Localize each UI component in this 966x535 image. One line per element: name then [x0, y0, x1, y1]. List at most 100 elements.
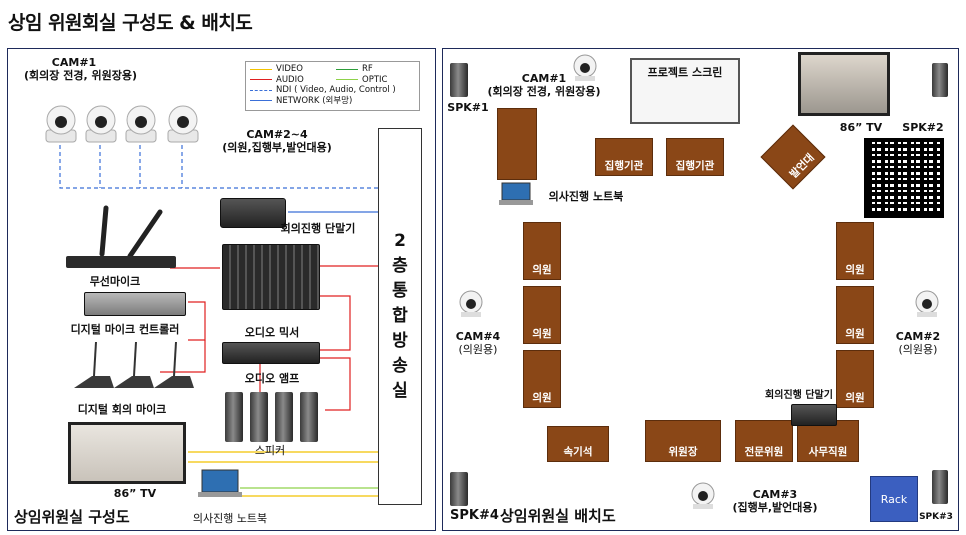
- wireless-mic-icon: [66, 205, 176, 268]
- conference-mic-label: 디지털 회의 마이크: [77, 403, 167, 416]
- legend: VIDEO RF AUDIO OPTIC NDI ( Video, Audio,…: [245, 61, 420, 111]
- ptz-camera-icon-3: [125, 105, 157, 143]
- cam3-desc: (집행부,발언대용): [732, 501, 818, 514]
- cam4-name: CAM#4: [455, 330, 501, 343]
- conference-mic-icon-3: [154, 341, 194, 388]
- chair-desk: 위원장: [645, 420, 721, 462]
- terminal-label-right: 회의진행 단말기: [765, 390, 833, 401]
- cam1-right-desc: (회의장 전경, 위원장용): [487, 85, 601, 98]
- conference-mic-icon-2: [114, 341, 154, 388]
- notebook-icon-left: [198, 469, 242, 497]
- ptz-camera-icons: [45, 105, 199, 143]
- tv-label-right: 86” TV: [839, 121, 883, 134]
- ndi-line-cameras: [59, 145, 378, 189]
- cam2-name: CAM#2: [895, 330, 941, 343]
- member-desk-left-3: 의원: [523, 350, 561, 408]
- cam2-icon: [915, 290, 939, 317]
- cam3-name: CAM#3: [752, 488, 798, 501]
- cam4-icon: [459, 290, 483, 317]
- speaker-spk1-icon: [450, 63, 468, 97]
- broadcast-room-char: 통: [392, 281, 408, 301]
- spk2-label: SPK#2: [902, 121, 944, 134]
- speaker-label: 스피커: [254, 444, 286, 457]
- speaker-icon: [225, 392, 243, 442]
- member-desk-right-2: 의원: [836, 286, 874, 344]
- cam2-desc: (의원용): [898, 343, 938, 356]
- speaker-icon: [250, 392, 268, 442]
- conference-mic-icons: [74, 341, 194, 388]
- audio-line-amp: [318, 357, 351, 411]
- notebook-label-right: 의사진행 노트북: [548, 190, 624, 203]
- speaker-spk3-icon: [932, 470, 948, 504]
- ptz-camera-icon-1: [45, 105, 77, 143]
- broadcast-room-char: 2: [394, 231, 406, 251]
- projection-screen: [630, 58, 740, 124]
- member-desk-left-1: 의원: [523, 222, 561, 280]
- ptz-camera-icon-2: [85, 105, 117, 143]
- audio-amp-image: [222, 342, 320, 364]
- legend-item-audio: AUDIO: [250, 75, 336, 86]
- wiring-diagram: [59, 145, 378, 497]
- cam24-name: CAM#2~4: [246, 128, 308, 141]
- spk4-label: SPK#4: [450, 508, 499, 523]
- cam4-desc: (의원용): [458, 343, 498, 356]
- cam1-name: CAM#1: [51, 56, 97, 69]
- legend-item-video: VIDEO: [250, 64, 336, 75]
- cam4-label: CAM#4 (의원용): [448, 330, 508, 356]
- rack-box: Rack: [870, 476, 918, 522]
- cam1-label-left: CAM#1 (회의장 전경, 위원장용): [24, 56, 137, 82]
- terminal-device-right-image: [791, 404, 837, 426]
- cam1-label-right: CAM#1 (회의장 전경, 위원장용): [474, 72, 614, 98]
- mic-controller-label: 디지털 마이크 컨트롤러: [70, 323, 180, 336]
- layout-caption: 상임위원실 배치도: [500, 507, 616, 525]
- legend-item-network: NETWORK (외부망): [250, 96, 415, 107]
- conference-mic-icon-1: [74, 341, 114, 388]
- legend-item-optic: OPTIC: [336, 75, 387, 86]
- cam2-label: CAM#2 (의원용): [886, 330, 950, 356]
- chair-left-desk: [497, 108, 537, 180]
- legend-item-ndi: NDI ( Video, Audio, Control ): [250, 85, 415, 96]
- audio-line-controller: [188, 301, 206, 341]
- exec-desk-2: 집행기관: [666, 138, 724, 176]
- spk1-label: SPK#1: [447, 101, 489, 114]
- broadcast-room-char: 방: [392, 331, 408, 351]
- mic-controller-image: [84, 292, 186, 316]
- rack-label: Rack: [880, 492, 908, 506]
- notebook-icon-right: [499, 182, 533, 205]
- terminal-label-left: 회의진행 단말기: [280, 222, 356, 235]
- broadcast-room-char: 송: [392, 356, 408, 376]
- cam3-icon: [691, 482, 715, 509]
- cam3-label: CAM#3 (집행부,발언대용): [720, 488, 830, 514]
- tv-image-left: [68, 422, 186, 484]
- cam1-right-name: CAM#1: [521, 72, 567, 85]
- cam1-icon-right: [573, 54, 597, 81]
- tv-label-left: 86” TV: [113, 487, 157, 500]
- cam24-desc: (의원,집행부,발언대용): [222, 141, 332, 154]
- expert-desk: 전문위원: [735, 420, 793, 462]
- tv-image-right: [798, 52, 890, 116]
- audio-mixer-image: [222, 244, 320, 310]
- speaker-spk4-icon: [450, 472, 468, 506]
- projection-screen-label: 프로젝트 스크린: [647, 66, 723, 79]
- spk3-label: SPK#3: [919, 512, 953, 522]
- legend-item-rf: RF: [336, 64, 373, 75]
- audio-line-mixer2: [318, 295, 351, 351]
- stenographer-desk: 속기석: [547, 426, 609, 462]
- composition-caption: 상임위원실 구성도: [14, 508, 130, 526]
- audio-amp-label: 오디오 앰프: [244, 372, 300, 385]
- speaker-spk2-icon: [932, 63, 948, 97]
- member-desk-right-1: 의원: [836, 222, 874, 280]
- ptz-camera-icon-4: [167, 105, 199, 143]
- terminal-device-image: [220, 198, 286, 228]
- exec-desk-1: 집행기관: [595, 138, 653, 176]
- qr-code-image: [864, 138, 944, 218]
- broadcast-room-char: 실: [392, 381, 408, 401]
- broadcast-room-box: 2 층 통 합 방 송 실: [378, 128, 422, 505]
- page-title: 상임 위원회실 구성도 & 배치도: [8, 12, 253, 34]
- cam1-desc: (회의장 전경, 위원장용): [24, 69, 137, 82]
- broadcast-room-char: 합: [392, 306, 408, 326]
- broadcast-room-char: 층: [392, 256, 408, 276]
- wireless-mic-label: 무선마이크: [89, 275, 141, 288]
- cam24-label-left: CAM#2~4 (의원,집행부,발언대용): [222, 128, 332, 154]
- member-desk-right-3: 의원: [836, 350, 874, 408]
